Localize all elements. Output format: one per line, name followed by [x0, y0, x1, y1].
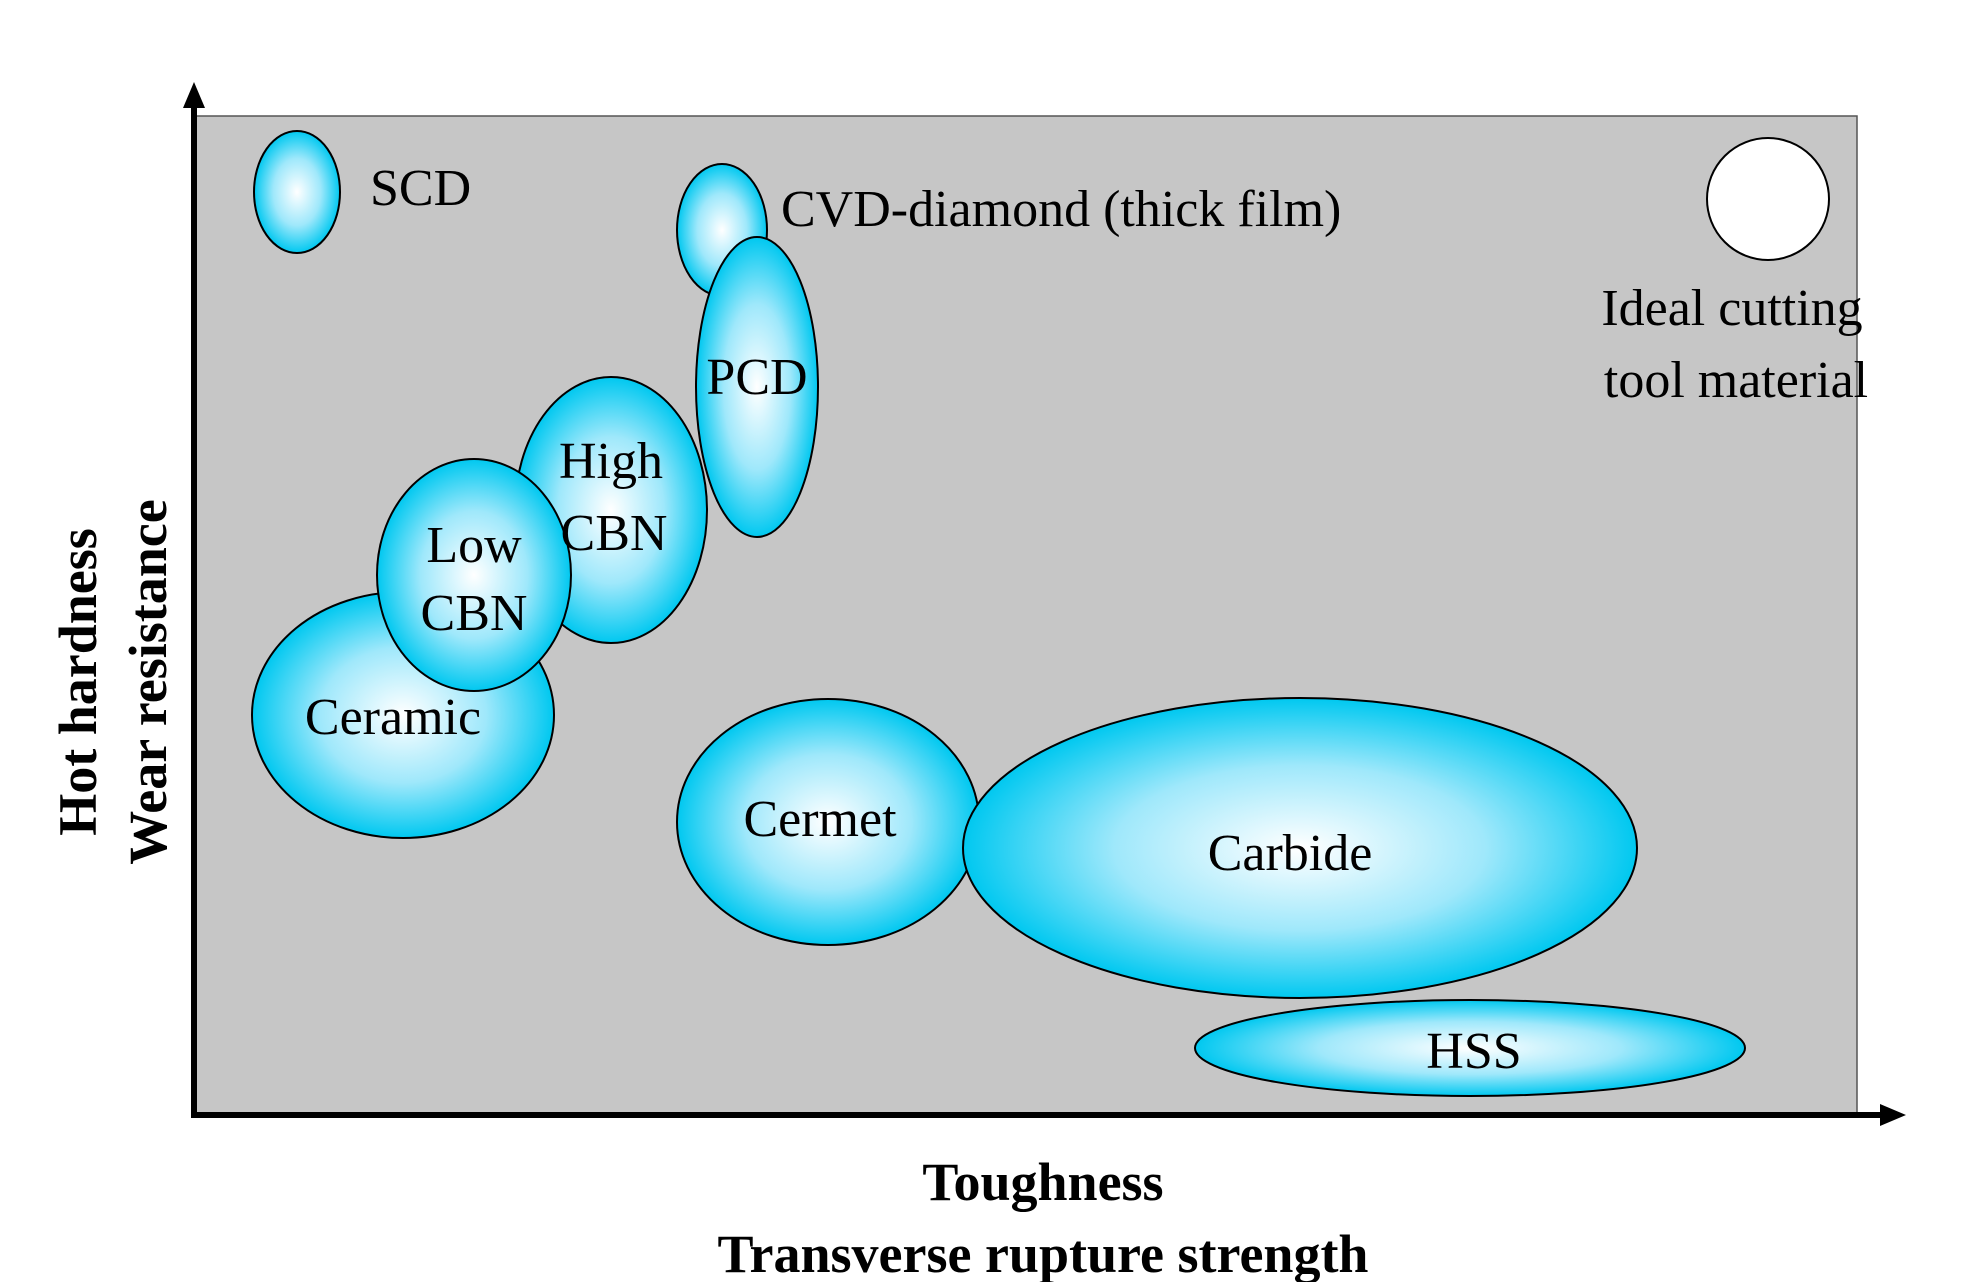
hss-label: HSS	[1426, 1023, 1521, 1080]
x-axis-title-line2: Transverse rupture strength	[718, 1224, 1369, 1282]
carbide-label: Carbide	[1208, 825, 1373, 882]
pcd-bubble	[695, 236, 819, 538]
y-axis	[183, 82, 205, 1118]
ideal-label-line1: Ideal cutting	[1601, 280, 1862, 337]
x-axis	[191, 1104, 1906, 1126]
ideal-material-circle	[1706, 137, 1830, 261]
scd-bubble	[253, 130, 341, 254]
hss-bubble	[1194, 999, 1746, 1097]
high-cbn-label-line1: High	[559, 433, 663, 490]
ideal-label-line2: tool material	[1604, 352, 1868, 409]
cermet-label: Cermet	[743, 791, 897, 848]
low-cbn-label-line2: CBN	[421, 585, 528, 642]
ceramic-label: Ceramic	[305, 689, 481, 746]
x-axis-title-line1: Toughness	[922, 1152, 1163, 1212]
high-cbn-label-line2: CBN	[561, 505, 668, 562]
pcd-label: PCD	[706, 349, 807, 406]
low-cbn-bubble	[376, 458, 572, 692]
scd-label: SCD	[370, 160, 471, 217]
low-cbn-label-line1: Low	[426, 517, 522, 574]
y-axis-title-line1: Hot hardness	[48, 528, 108, 836]
y-axis-title-line2: Wear resistance	[118, 499, 178, 864]
cvd-diamond-label: CVD-diamond (thick film)	[781, 181, 1341, 238]
carbide-bubble	[962, 697, 1638, 999]
